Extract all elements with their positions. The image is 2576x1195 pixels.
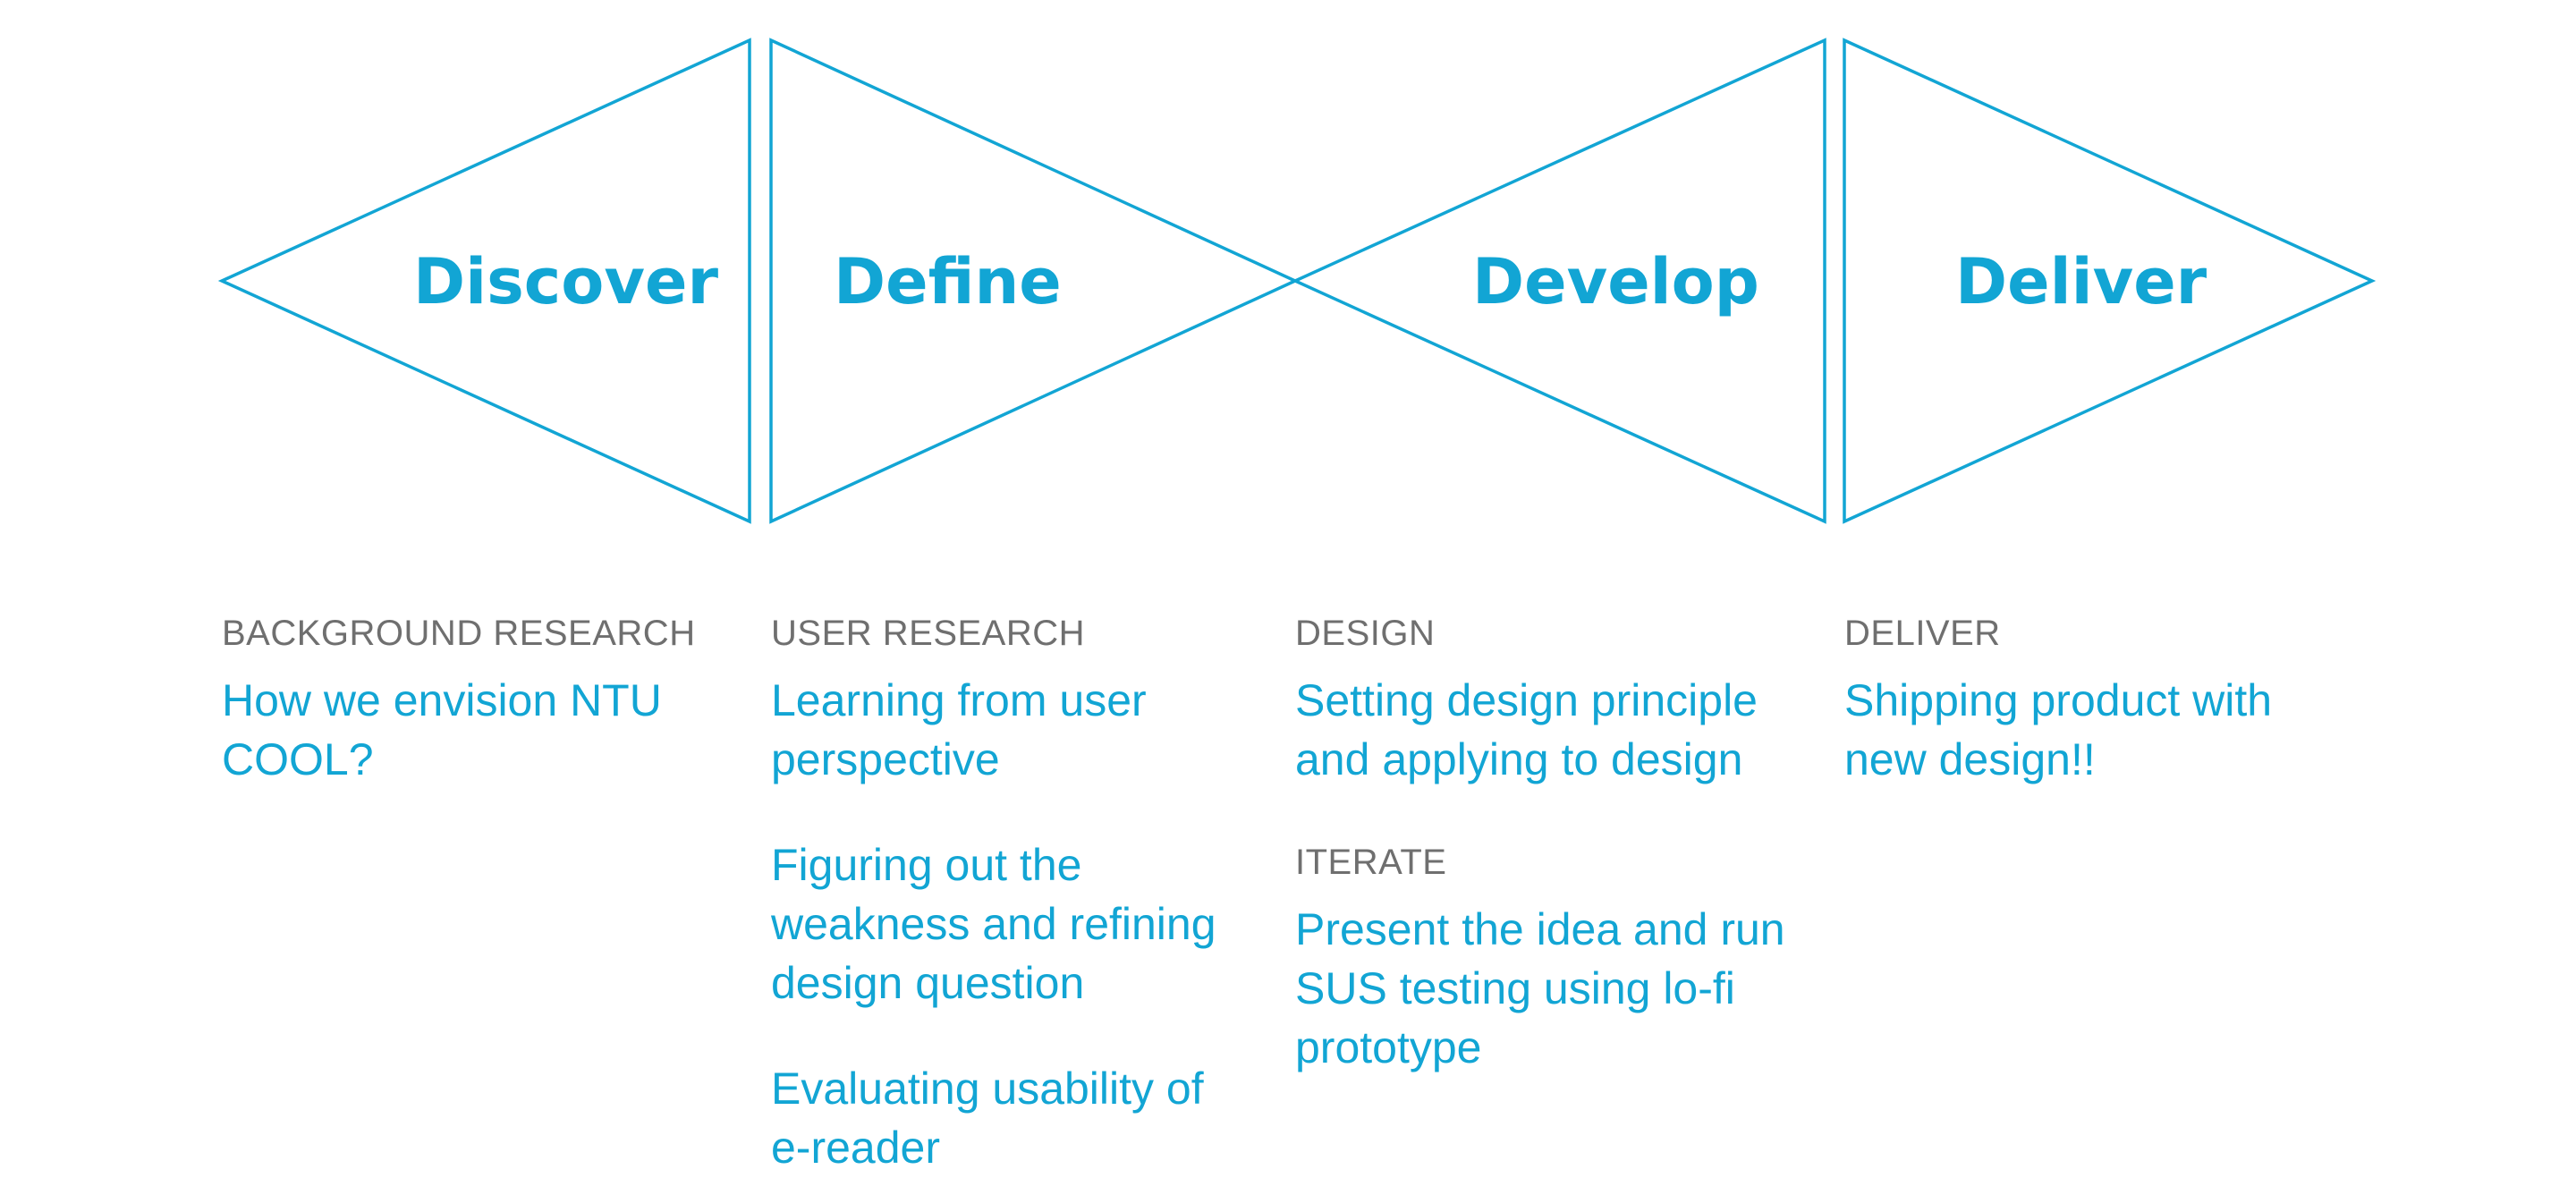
discover-triangle xyxy=(217,38,751,524)
section-description: Evaluating usability of e-reader xyxy=(771,1064,1204,1173)
section-description: Present the idea and run SUS testing usi… xyxy=(1295,904,1785,1072)
section-description: Learning from user perspective xyxy=(771,675,1147,784)
section-label: DESIGN xyxy=(1295,614,1436,653)
section-label: USER RESEARCH xyxy=(771,614,1086,653)
phase-title-discover: Discover xyxy=(413,245,718,318)
section-description: Setting design principle and applying to… xyxy=(1295,675,1758,784)
section-description: Shipping product with new design!! xyxy=(1844,675,2273,784)
deliver-column: DELIVER Shipping product with new design… xyxy=(1844,614,2327,789)
phase-title-define: Define xyxy=(834,245,1062,318)
define-column: USER RESEARCH Learning from user perspec… xyxy=(771,614,1245,1177)
phase-title-deliver: Deliver xyxy=(1955,245,2207,318)
section-label: BACKGROUND RESEARCH xyxy=(222,614,696,653)
discover-column: BACKGROUND RESEARCH How we envision NTU … xyxy=(222,614,723,789)
develop-column: DESIGN Setting design principle and appl… xyxy=(1295,614,1796,1077)
section-label: ITERATE xyxy=(1295,843,1447,882)
section-description: Figuring out the weakness and refining d… xyxy=(771,840,1216,1008)
diamond-outlines xyxy=(217,38,2377,524)
phase-title-develop: Develop xyxy=(1472,245,1759,318)
develop-triangle xyxy=(1291,38,1826,524)
section-label: DELIVER xyxy=(1844,614,2001,653)
section-description: How we envision NTU COOL? xyxy=(222,675,662,784)
define-triangle xyxy=(769,38,1300,524)
deliver-triangle xyxy=(1843,38,2377,524)
